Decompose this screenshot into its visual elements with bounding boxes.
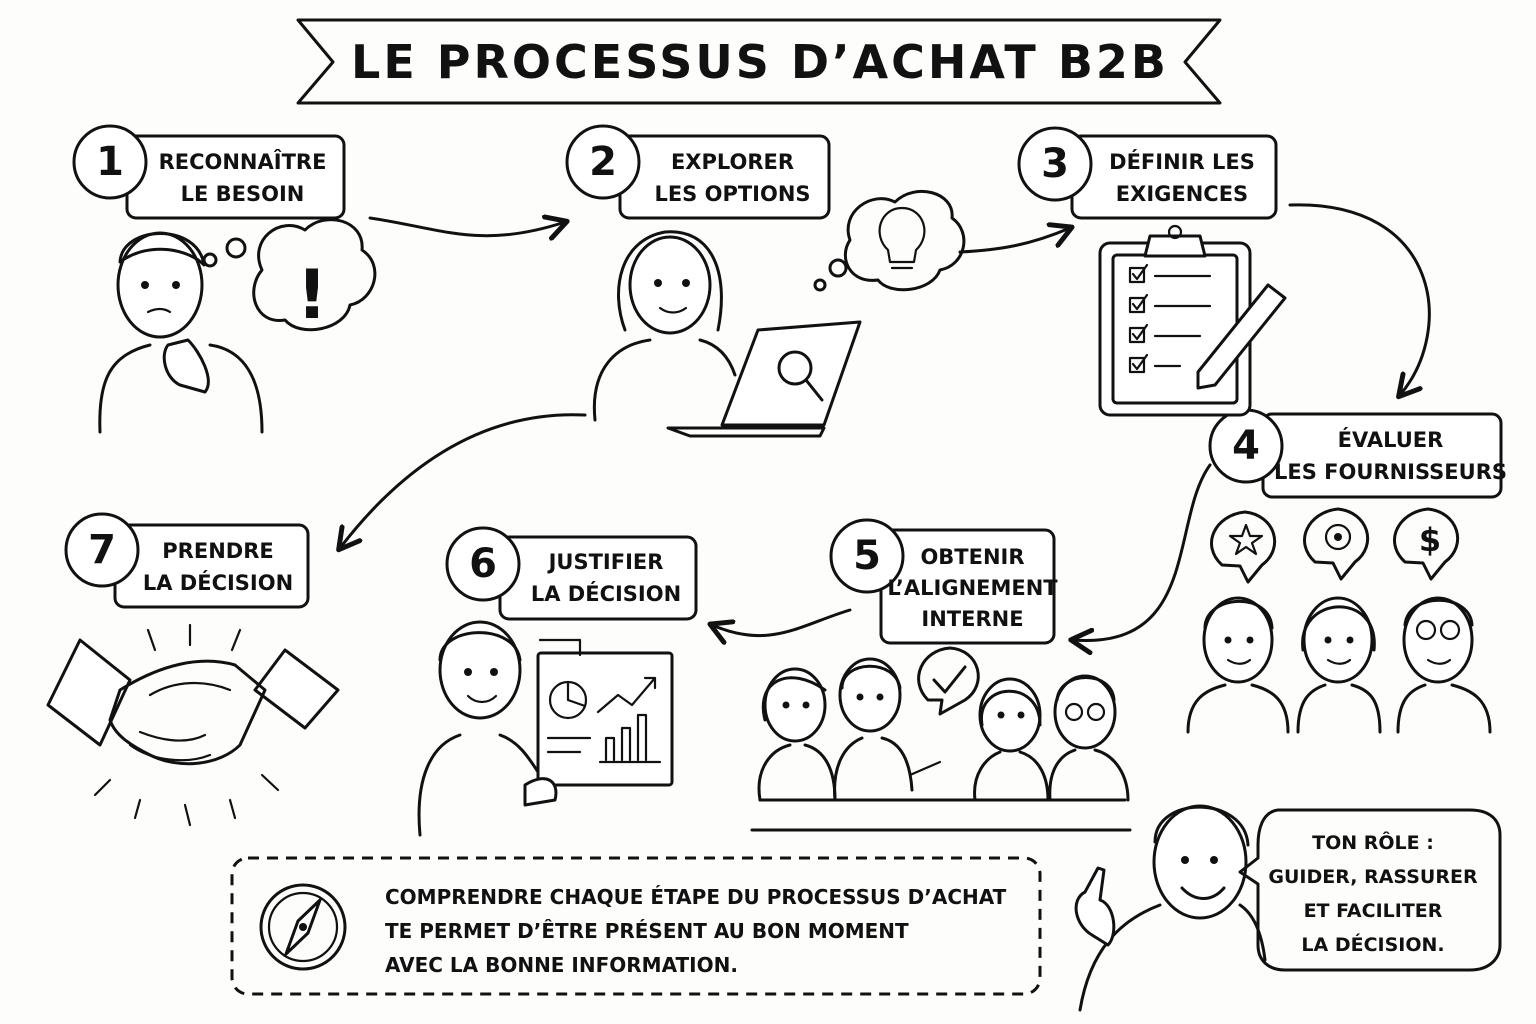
vendor-people (1186, 596, 1492, 734)
step-3-label-line: EXIGENCES (1115, 182, 1249, 206)
step-2-label-line: EXPLORER (670, 150, 795, 174)
step-1-label: RECONNAÎTRE LE BESOIN (145, 142, 340, 214)
dollar-symbol: $ (1419, 521, 1441, 559)
arrow-4-to-5 (1073, 463, 1212, 641)
vendor-icons (1210, 507, 1460, 584)
step-4-label: ÉVALUER LES FOURNISSEURS (1274, 420, 1507, 492)
role-line: LA DÉCISION. (1301, 934, 1445, 956)
step-1-number: 1 (96, 139, 124, 185)
title-banner (296, 18, 1222, 105)
note-line: AVEC LA BONNE INFORMATION. (385, 953, 738, 977)
lightbulb-icon (878, 206, 926, 270)
role-bubble-text: TON RÔLE : GUIDER, RASSURER ET FACILITER… (1268, 826, 1478, 962)
step-1-label-line: RECONNAÎTRE (158, 150, 327, 174)
pencil-icon (1196, 283, 1287, 390)
step-3-label-line: DÉFINIR LES (1109, 150, 1255, 174)
step-2-label: EXPLORER LES OPTIONS (640, 142, 825, 214)
step-5-label-line: OBTENIR (920, 544, 1025, 569)
guide-person-illustration (1074, 804, 1267, 1012)
step-5-badge (829, 518, 1056, 645)
note-box (230, 856, 1042, 996)
step-7-label-line: PRENDRE (162, 539, 274, 563)
step-6-badge (445, 526, 698, 621)
page-title: LE PROCESSUS D’ACHAT B2B (351, 35, 1169, 89)
role-line: GUIDER, RASSURER (1268, 866, 1478, 888)
step-3-badge (1017, 126, 1278, 220)
clipboard-illustration (1098, 224, 1287, 417)
note-line: COMPRENDRE CHAQUE ÉTAPE DU PROCESSUS D’A… (385, 885, 1007, 909)
trend-arrow-icon (596, 676, 657, 714)
step-6-label-line: JUSTIFIER (548, 550, 664, 574)
gear-icon (1303, 507, 1370, 581)
role-line: ET FACILITER (1303, 900, 1443, 922)
thinking-person-illustration (98, 231, 264, 434)
step-3-number: 3 (1041, 141, 1069, 187)
step-3-label: DÉFINIR LES EXIGENCES (1092, 142, 1272, 214)
step-5-label-line: INTERNE (921, 606, 1024, 631)
step-5-label: OBTENIR L’ALIGNEMENT INTERNE (887, 540, 1057, 636)
presenter-illustration (417, 620, 674, 837)
step-7-number: 7 (88, 527, 116, 573)
thought-bubble (202, 218, 377, 332)
arrow-2-to-3 (958, 228, 1070, 254)
step-7-label-line: LA DÉCISION (142, 571, 294, 595)
note-line: TE PERMET D’ÊTRE PRÉSENT AU BON MOMENT (385, 919, 909, 943)
step-6-label-line: LA DÉCISION (530, 582, 682, 606)
arrow-2-to-7 (340, 413, 587, 548)
step-2-badge (565, 124, 831, 220)
arrow-1-to-2 (368, 218, 565, 236)
idea-bubble (813, 190, 966, 292)
step-6-label: JUSTIFIER LA DÉCISION (520, 542, 692, 614)
bottom-note-text: COMPRENDRE CHAQUE ÉTAPE DU PROCESSUS D’A… (385, 880, 1015, 982)
dollar-icon (1393, 507, 1460, 581)
step-2-number: 2 (589, 139, 617, 185)
step-7-badge (64, 512, 310, 609)
step-1-label-line: LE BESOIN (180, 182, 305, 206)
step-7-label: PRENDRE LA DÉCISION (132, 531, 304, 603)
team-meeting-illustration (750, 646, 1132, 832)
step-4-label-line: ÉVALUER (1337, 428, 1444, 452)
step-1-badge (72, 124, 346, 220)
star-icon (1210, 510, 1277, 584)
handshake-illustration (46, 623, 340, 827)
role-speech-bubble (1238, 808, 1502, 972)
flow-arrows (340, 203, 1431, 641)
exclamation-icon: ! (296, 256, 327, 335)
bar-chart-icon (598, 713, 662, 764)
checkmark-bubble (917, 646, 980, 716)
laptop-person-illustration (592, 230, 862, 438)
compass-icon (259, 883, 347, 971)
step-5-label-line: L’ALIGNEMENT (887, 575, 1058, 600)
arrow-3-to-4 (1288, 203, 1431, 395)
step-4-label-line: LES FOURNISSEURS (1274, 460, 1507, 484)
arrow-5-to-6 (712, 608, 852, 636)
step-6-number: 6 (469, 541, 497, 587)
step-2-label-line: LES OPTIONS (654, 182, 811, 206)
step-5-number: 5 (853, 533, 881, 579)
role-line: TON RÔLE : (1312, 832, 1434, 854)
step-4-number: 4 (1232, 423, 1260, 469)
